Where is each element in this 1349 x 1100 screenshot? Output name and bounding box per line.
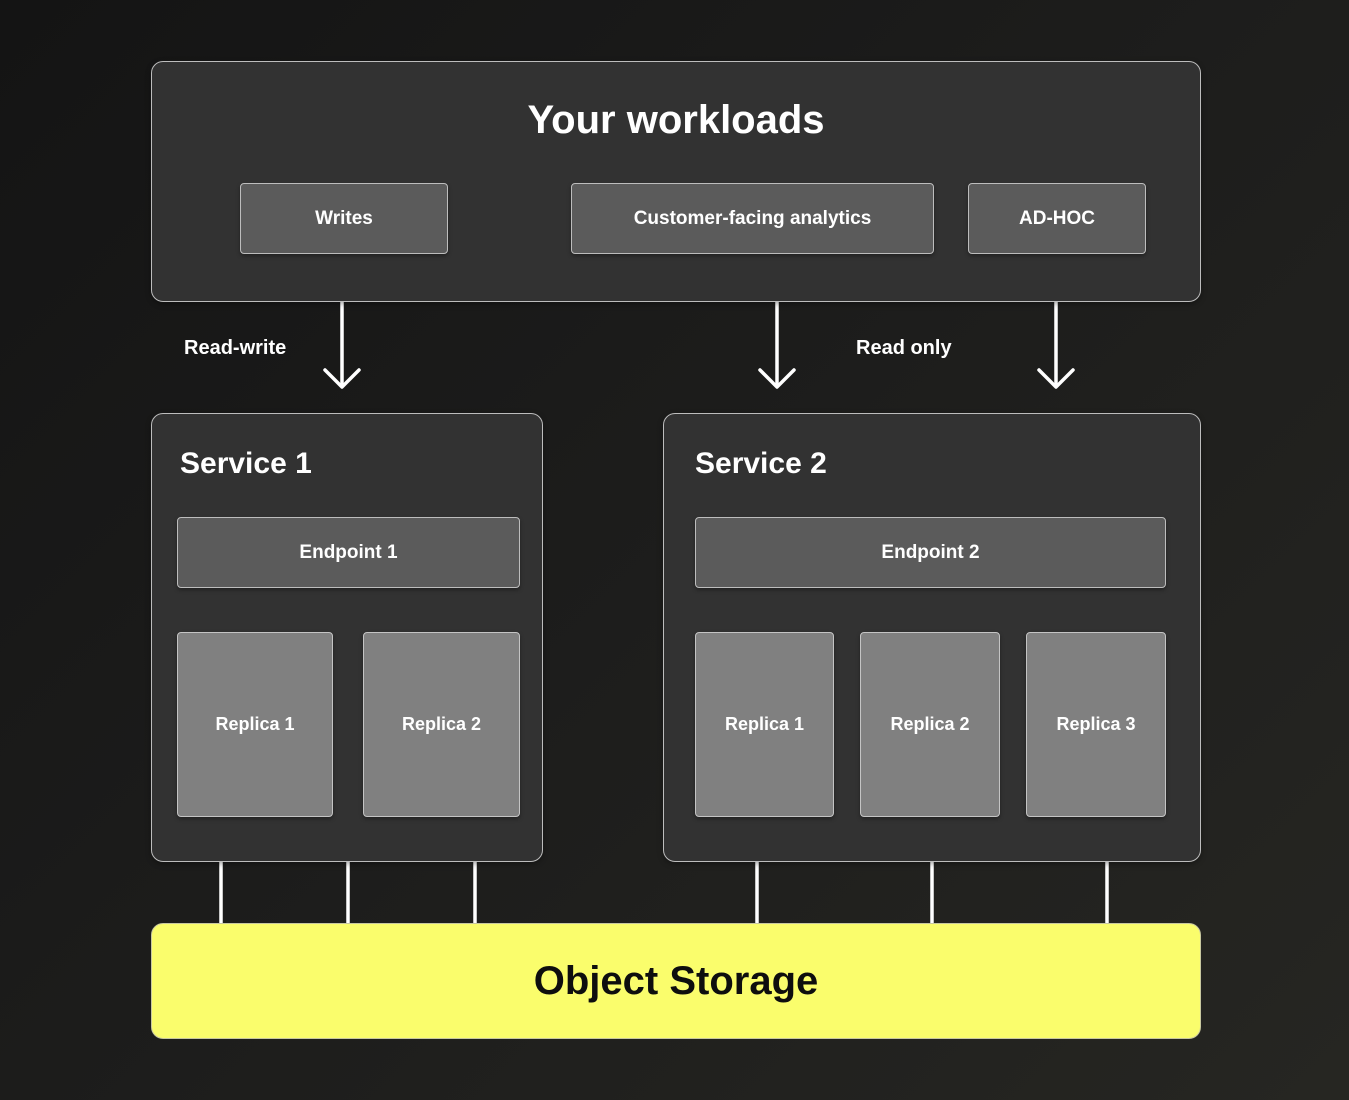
service-1-endpoint: Endpoint 1 [177,517,520,588]
workloads-panel: Your workloads [151,61,1201,302]
service-1-replica-2: Replica 2 [363,632,520,817]
service-2-replica-3: Replica 3 [1026,632,1166,817]
workload-writes: Writes [240,183,448,254]
service-2-replica-1: Replica 1 [695,632,834,817]
service-2-endpoint: Endpoint 2 [695,517,1166,588]
service-1-replica-1: Replica 1 [177,632,333,817]
workload-ad-hoc: AD-HOC [968,183,1146,254]
service-2-replica-2: Replica 2 [860,632,1000,817]
workloads-title: Your workloads [527,98,825,142]
service-2-title: Service 2 [695,447,827,480]
read-write-label: Read-write [184,337,287,359]
storage-links [219,862,1109,924]
service-1-title: Service 1 [180,447,312,480]
read-only-label: Read only [856,337,952,359]
object-storage: Object Storage [151,923,1201,1039]
workload-customer-facing-analytics: Customer-facing analytics [571,183,934,254]
